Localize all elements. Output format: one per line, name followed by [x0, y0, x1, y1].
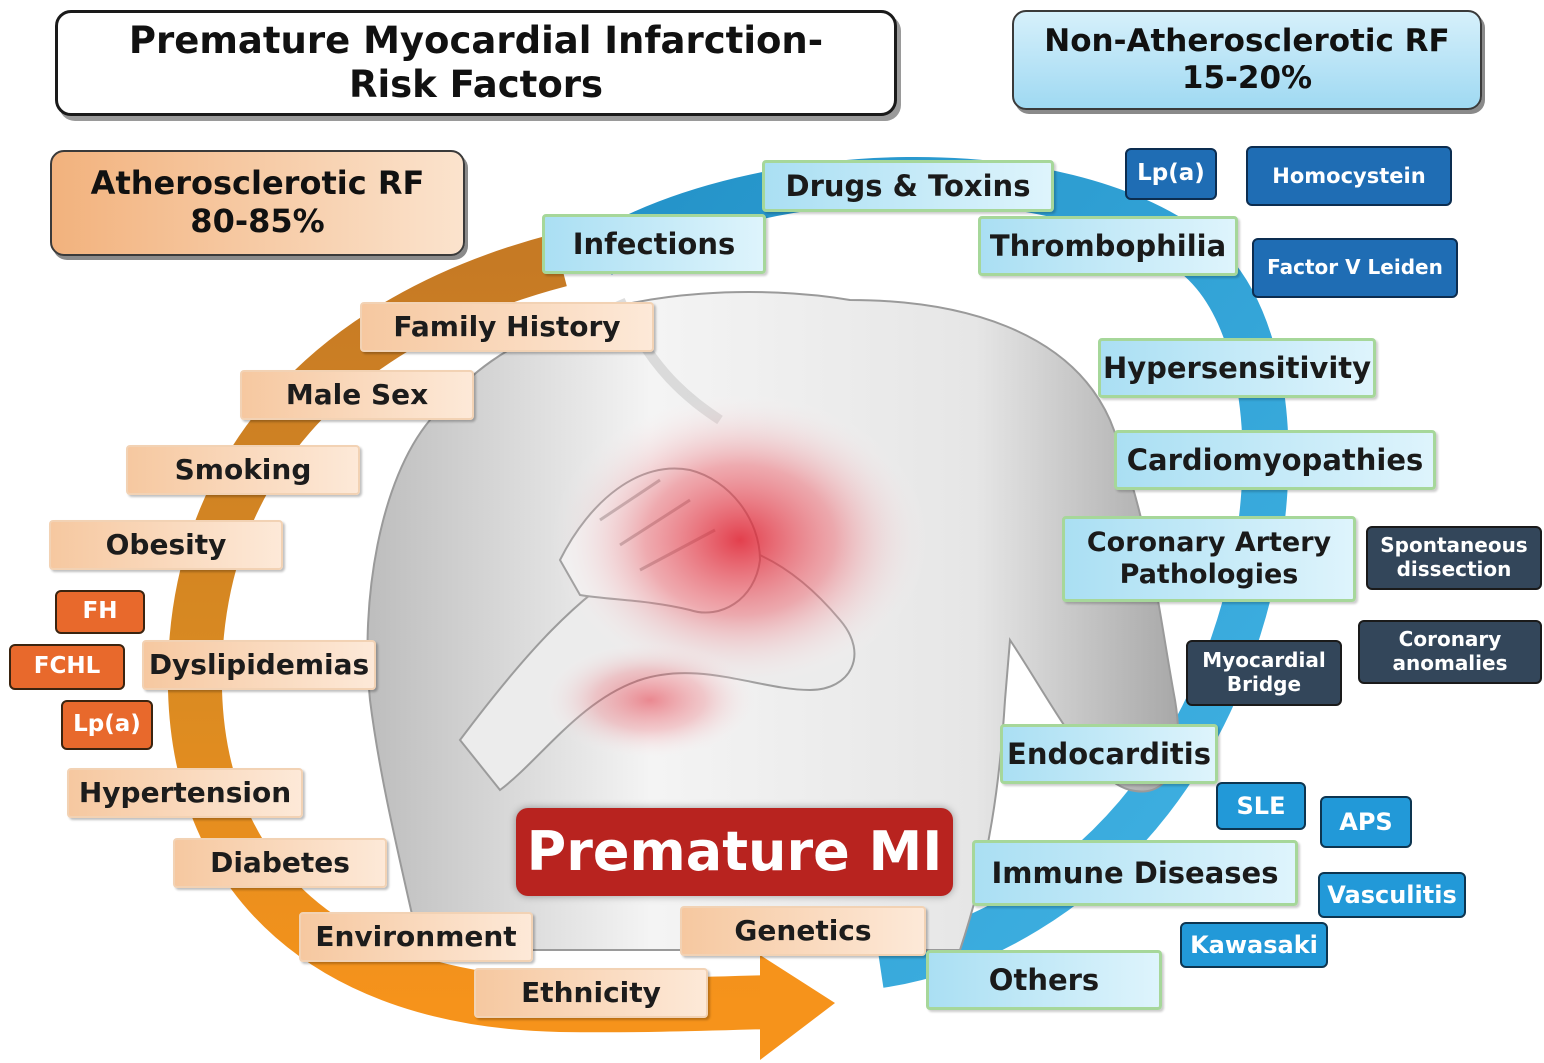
dyslipidemia-lpa: Lp(a) [61, 700, 153, 750]
factor-immune-diseases: Immune Diseases [972, 840, 1298, 906]
immune-sle: SLE [1216, 782, 1306, 830]
factor-endocarditis: Endocarditis [1000, 724, 1218, 784]
factor-cardiomyopathies: Cardiomyopathies [1114, 430, 1436, 490]
immune-diseases-label: Immune Diseases [992, 856, 1279, 890]
hypersensitivity-label: Hypersensitivity [1103, 351, 1371, 385]
coronary-spontaneous-dissection: Spontaneous dissection [1366, 526, 1542, 590]
immune-vasculitis: Vasculitis [1318, 872, 1466, 918]
factor-thrombophilia: Thrombophilia [978, 216, 1238, 276]
factor-family-history: Family History [360, 302, 654, 352]
spontaneous-line-1: Spontaneous [1380, 534, 1527, 558]
title-line-2: Risk Factors [349, 63, 603, 107]
thrombophilia-factor-v-leiden: Factor V Leiden [1252, 238, 1458, 298]
atherosclerotic-share: 80-85% [190, 203, 324, 241]
thrombophilia-label: Thrombophilia [990, 229, 1226, 263]
dyslipidemia-fh: FH [55, 590, 145, 634]
factor-smoking: Smoking [126, 445, 360, 495]
coronary-line-2: Pathologies [1120, 559, 1299, 591]
thrombophilia-homocystein: Homocystein [1246, 146, 1452, 206]
factor-genetics: Genetics [680, 906, 926, 956]
others-label: Others [989, 963, 1099, 997]
factor-diabetes: Diabetes [173, 838, 387, 888]
factor-hypersensitivity: Hypersensitivity [1098, 338, 1376, 398]
thrombophilia-lpa: Lp(a) [1125, 148, 1217, 200]
factor-infections: Infections [542, 214, 766, 274]
cardiomyopathies-label: Cardiomyopathies [1127, 443, 1424, 477]
orange-arrow-head [760, 955, 835, 1060]
title-line-1: Premature Myocardial Infarction- [129, 19, 823, 63]
spontaneous-line-2: dissection [1397, 558, 1512, 582]
infections-label: Infections [573, 227, 736, 261]
non-atherosclerotic-share: 15-20% [1182, 60, 1312, 97]
coronary-line-1: Coronary Artery [1087, 527, 1331, 559]
coronary-anomalies: Coronary anomalies [1358, 620, 1542, 684]
factor-others: Others [926, 950, 1162, 1010]
coronary-myocardial-bridge: Myocardial Bridge [1186, 640, 1342, 706]
factor-ethnicity: Ethnicity [474, 968, 708, 1018]
factor-hypertension: Hypertension [67, 768, 303, 818]
atherosclerotic-header: Atherosclerotic RF 80-85% [50, 150, 465, 256]
factor-male-sex: Male Sex [240, 370, 474, 420]
factor-environment: Environment [299, 912, 533, 962]
diagram-title: Premature Myocardial Infarction- Risk Fa… [55, 10, 897, 116]
endocarditis-label: Endocarditis [1007, 737, 1211, 771]
drugs-toxins-label: Drugs & Toxins [786, 169, 1031, 203]
anomalies-line-2: anomalies [1393, 652, 1508, 676]
factor-drugs-toxins: Drugs & Toxins [762, 160, 1054, 212]
anomalies-line-1: Coronary [1399, 628, 1502, 652]
non-atherosclerotic-title: Non-Atherosclerotic RF [1044, 23, 1449, 60]
immune-aps: APS [1320, 796, 1412, 848]
bridge-line-1: Myocardial [1202, 649, 1325, 673]
factor-dyslipidemias: Dyslipidemias [142, 640, 376, 690]
factor-coronary-artery-pathologies: Coronary Artery Pathologies [1062, 516, 1356, 602]
immune-kawasaki: Kawasaki [1180, 922, 1328, 968]
bridge-line-2: Bridge [1227, 673, 1301, 697]
factor-obesity: Obesity [49, 520, 283, 570]
atherosclerotic-title: Atherosclerotic RF [91, 165, 425, 203]
non-atherosclerotic-header: Non-Atherosclerotic RF 15-20% [1012, 10, 1482, 110]
dyslipidemia-fchl: FCHL [9, 644, 125, 690]
premature-mi-label: Premature MI [516, 808, 953, 896]
